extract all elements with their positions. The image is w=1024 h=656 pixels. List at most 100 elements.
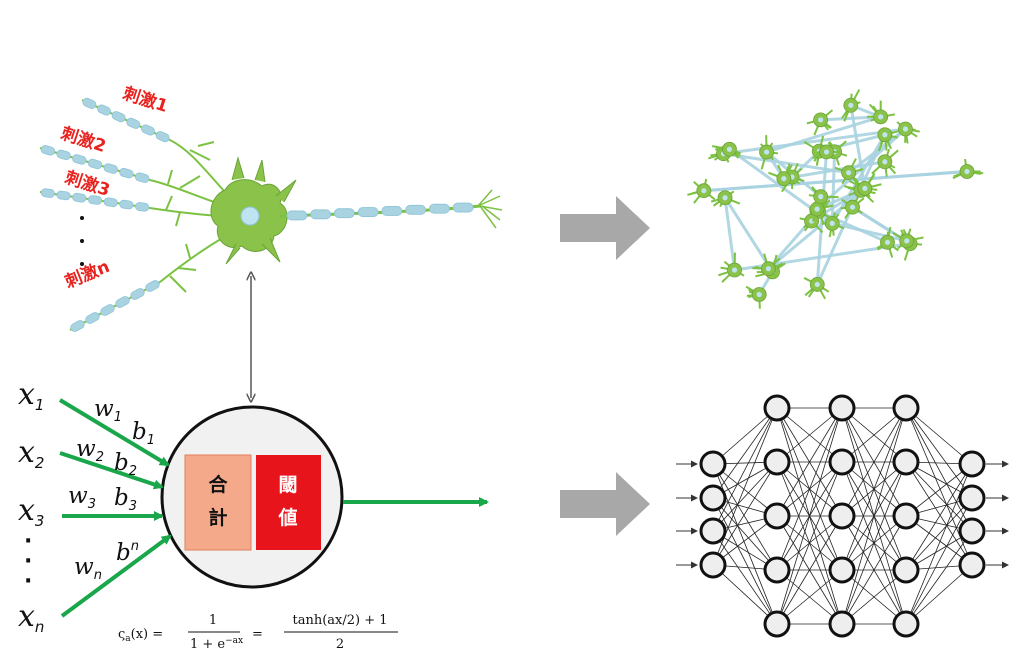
cluster-nucleus [964, 168, 970, 175]
dendrite-3-segment [119, 199, 134, 210]
formula-frac1-numerator: 1 [209, 613, 217, 628]
input-x-n: xn [18, 599, 44, 636]
artificial-neuron: 合 計 閾 値 [160, 405, 489, 589]
cluster-nucleus [862, 185, 868, 191]
ann-edge [776, 515, 843, 625]
ann-edge [712, 564, 778, 625]
weight-2: w2 [76, 436, 104, 465]
weight-1: w1 [94, 396, 122, 425]
sum-label-line2: 計 [208, 506, 227, 529]
dendrite-4-segment [145, 280, 160, 292]
sigmoid-formula: ςa(x) = 1 1 + e−ax = tanh(ax/2) + 1 2 [118, 613, 398, 652]
cluster-axon [702, 169, 969, 193]
dendrite-1-segment [97, 104, 111, 116]
cluster-axon [721, 127, 907, 156]
ann-node-layer-4 [892, 502, 920, 530]
dendrite-2-segment [56, 149, 71, 161]
input-x-2: x2 [18, 435, 44, 472]
dendrite-1-segment [82, 97, 97, 109]
ann-edge [841, 407, 907, 517]
inputs-ellipsis-1: · [24, 529, 32, 554]
cluster-axon [723, 196, 774, 274]
dendrite-1-core [81, 99, 171, 141]
cluster-nucleus [781, 176, 787, 182]
cluster-nucleus [849, 204, 856, 210]
cluster-nucleus [765, 266, 772, 272]
biological-neuron-illustration: 刺激1 刺激2 刺激3 刺激n [39, 83, 503, 332]
ann-edge [905, 407, 973, 499]
ann-node-layer-4 [892, 610, 920, 638]
formula-lhs: ςa(x) = [118, 627, 163, 644]
axon [279, 189, 503, 229]
cluster-nucleus [701, 188, 707, 194]
cluster-axon [830, 221, 909, 243]
bias-1: b1 [132, 419, 155, 448]
cluster-nucleus [814, 281, 820, 288]
ann-node-layer-2 [763, 610, 791, 638]
dendrite-2-segment [72, 154, 87, 165]
dendrite-2-segment [87, 158, 103, 170]
ann-edge [905, 461, 973, 566]
dendrite-1-segment [111, 111, 126, 123]
axon-myelin-segment [333, 208, 355, 219]
bias-n: bn [116, 539, 139, 566]
ann-node-layer-3 [828, 556, 856, 584]
dendrite-3-segment [103, 197, 118, 208]
artificial-neural-network [676, 394, 1009, 638]
ann-node-layer-4 [892, 556, 920, 584]
formula-frac2-denominator: 2 [336, 637, 344, 652]
ann-node-layer-3 [828, 394, 856, 422]
ann-node-layer-3 [828, 610, 856, 638]
cluster-nucleus [878, 114, 884, 120]
axon-myelin-segment [381, 206, 403, 216]
dendrite-2-segment [134, 172, 150, 183]
ann-node-layer-3 [828, 448, 856, 476]
ann-edge [841, 407, 907, 463]
stimulus-ellipsis [80, 216, 84, 266]
stimulus-label-1: 刺激1 [120, 83, 170, 117]
ann-node-layer-4 [892, 394, 920, 422]
formula-frac2-numerator: tanh(ax/2) + 1 [292, 613, 387, 628]
sum-box [184, 454, 252, 551]
axon-myelin-segment [428, 203, 450, 214]
ann-edge [776, 407, 843, 517]
threshold-box [256, 455, 321, 550]
ann-node-layer-5 [958, 517, 986, 545]
input-x-1: x1 [18, 377, 44, 414]
ann-edge [841, 569, 907, 625]
inputs-group: x1 x2 x3 xn · · · w1 b1 w2 b2 w3 b3 wn b… [18, 377, 172, 636]
ann-edge [712, 407, 778, 532]
ann-edge [712, 407, 778, 499]
sum-label-line1: 合 [208, 473, 228, 496]
cluster-axon [721, 152, 851, 175]
axon-myelin-segment [286, 210, 308, 221]
cluster-nucleus [731, 267, 738, 273]
ann-node-layer-1 [699, 450, 727, 478]
ann-edge [712, 407, 778, 566]
cluster-nucleus [818, 117, 824, 123]
ann-node-layer-5 [958, 551, 986, 579]
formula-eq: = [252, 627, 263, 642]
cluster-nucleus [823, 149, 830, 155]
ann-node-layer-5 [958, 484, 986, 512]
gray-arrow-bottom [560, 472, 650, 536]
ann-edge [905, 463, 973, 571]
formula-frac1-denominator: 1 + e−ax [190, 636, 243, 652]
cluster-nucleus [722, 195, 728, 201]
gray-arrow-top [560, 196, 650, 260]
input-arrow-n [60, 534, 172, 618]
ann-edge [905, 497, 973, 625]
ann-edge [905, 564, 973, 625]
dendrite-branch-1 [169, 139, 226, 193]
neuron-soma [210, 156, 297, 265]
weight-n: wn [74, 554, 102, 583]
dendrite-4-segment [85, 312, 100, 324]
ann-node-layer-2 [763, 502, 791, 530]
cluster-nucleus [848, 102, 854, 108]
dendrite-1-segment [141, 124, 155, 136]
dendrite-2-segment [119, 167, 134, 179]
ann-edge [905, 530, 973, 625]
dendrite-2-segment [40, 145, 56, 156]
